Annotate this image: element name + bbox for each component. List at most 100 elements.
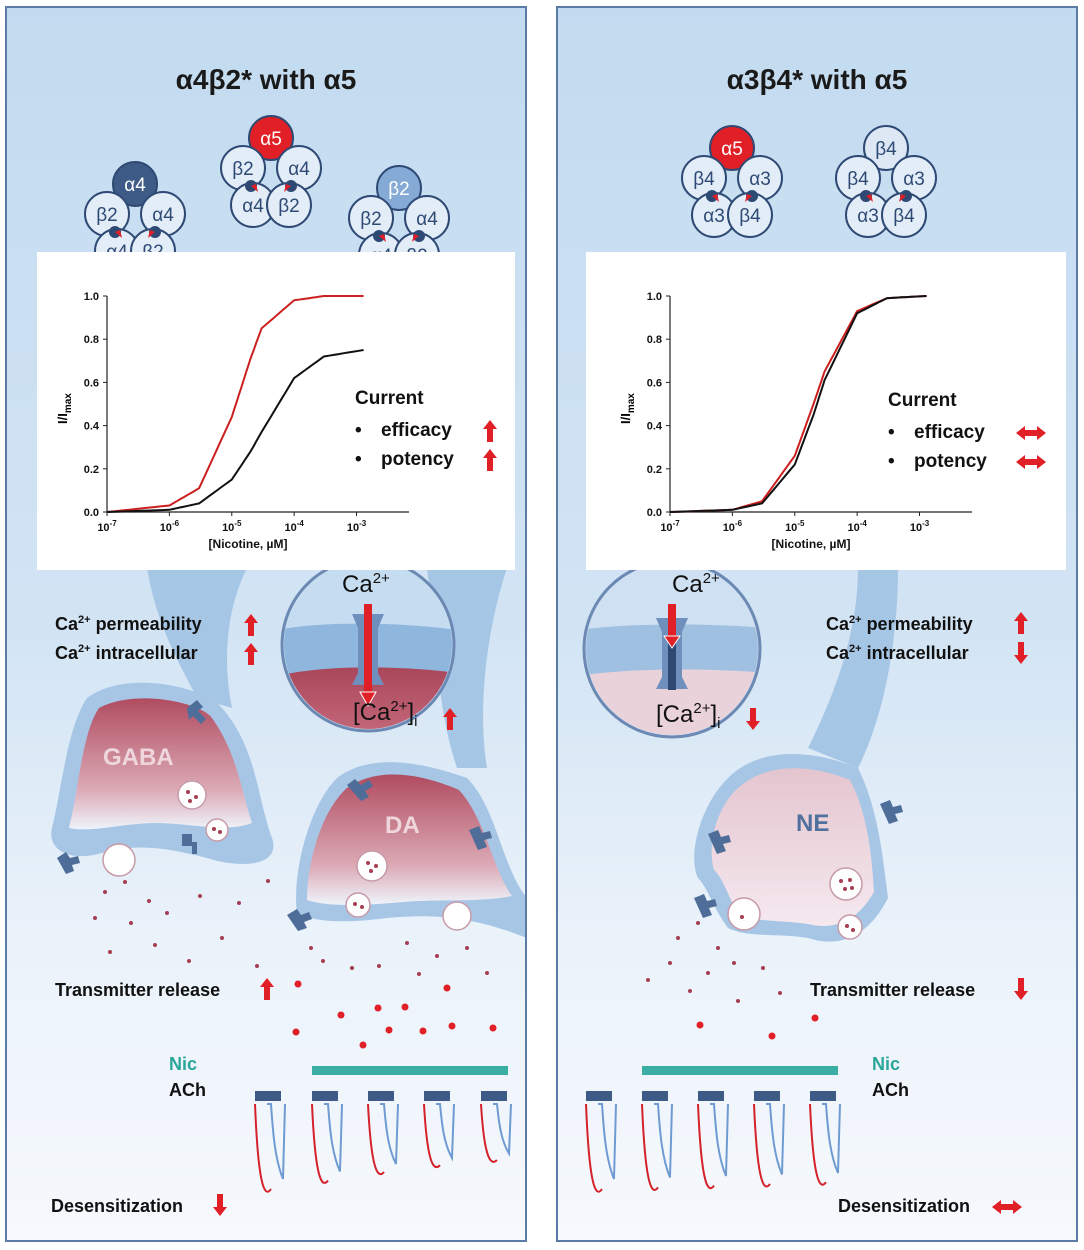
down-arrow-icon (1014, 978, 1028, 1000)
up-arrow-icon (260, 978, 274, 1000)
subunit-label: α4 (124, 175, 146, 196)
up-arrow-icon (443, 708, 457, 730)
left-ca-intracellular: Ca2+ intracellular (55, 643, 198, 663)
blue-trace (766, 1103, 785, 1175)
ach-pulse (255, 1091, 281, 1101)
down-arrow-icon (746, 708, 760, 730)
down-arrow-icon (213, 1194, 227, 1216)
right-legend-title: Current (888, 390, 957, 411)
right-legend-potency: •potency (888, 447, 1046, 476)
subunit-label: α3 (903, 169, 925, 190)
red-trace (254, 1103, 272, 1193)
binding-site-marker (745, 194, 752, 202)
protocol (254, 1066, 512, 1193)
left-legend-potency: •potency (355, 445, 497, 474)
up-arrow-icon (483, 419, 497, 442)
subunit-label: α4 (288, 159, 310, 180)
ach-pulse (368, 1091, 394, 1101)
right-nic-label: Nic (872, 1054, 901, 1074)
left-right-arrow-icon (1016, 425, 1046, 440)
left-desensitization-traces (254, 1066, 512, 1193)
ach-pulse (424, 1091, 450, 1101)
subunit-label: α5 (721, 139, 743, 160)
right-ca-permeability: Ca2+ permeability (826, 614, 973, 634)
left-zoom-ca-i: [Ca2+]i (353, 698, 418, 730)
right-illustration (582, 559, 903, 1040)
series-line-1 (106, 349, 364, 513)
blue-trace (493, 1103, 512, 1157)
red-trace (480, 1103, 498, 1163)
gaba-label: GABA (103, 744, 174, 771)
right-ach-label: ACh (872, 1080, 909, 1100)
blue-trace (324, 1103, 343, 1172)
ach-pulse (586, 1091, 612, 1101)
red-trace (311, 1103, 329, 1184)
accessory-subunit (863, 125, 909, 171)
ach-pulse (312, 1091, 338, 1101)
left-ca-permeability: Ca2+ permeability (55, 614, 202, 634)
ach-pulse (754, 1091, 780, 1101)
y-tick-label: 0.4 (647, 421, 663, 433)
binding-site-marker (379, 234, 386, 242)
subunit-label: α4 (152, 205, 174, 226)
up-arrow-icon (244, 614, 258, 636)
right-ca-intracellular: Ca2+ intracellular (826, 643, 969, 663)
red-trace (423, 1103, 441, 1169)
left-right-arrow-icon (1016, 454, 1046, 469)
x-tick-label: 10-5 (222, 519, 242, 534)
subunit-label: β4 (847, 169, 869, 190)
accessory-subunit (376, 165, 422, 211)
left-right-arrow-icon (992, 1200, 1022, 1214)
right-title: α3β4* with α5 (726, 64, 908, 95)
subunit-label: β2 (96, 205, 118, 226)
y-axis-label: I/Imax (55, 393, 74, 424)
blue-trace (598, 1103, 617, 1180)
binding-site-marker (412, 234, 419, 242)
subunit-label: β2 (388, 179, 410, 200)
x-tick-label: 10-6 (160, 519, 180, 534)
y-tick-label: 0.8 (647, 334, 662, 346)
right-zoom-ca-i: [Ca2+]i (656, 700, 721, 732)
y-tick-label: 0.6 (84, 377, 99, 389)
ne-label: NE (796, 810, 830, 837)
left-desensitization: Desensitization (51, 1196, 184, 1216)
x-tick-label: 10-4 (847, 519, 867, 534)
subunit-label: α4 (242, 196, 264, 217)
x-tick-label: 10-6 (723, 519, 743, 534)
y-tick-label: 1.0 (647, 291, 662, 303)
x-tick-label: 10-7 (660, 519, 680, 534)
accessory-subunit (709, 125, 755, 171)
accessory-subunit (248, 115, 294, 161)
subunit-label: β4 (693, 169, 715, 190)
subunit-label: α5 (260, 129, 282, 150)
right-zoom-ca: Ca2+ (672, 570, 720, 598)
right-desensitization-traces (585, 1066, 841, 1193)
left-legend-efficacy: •efficacy (355, 416, 497, 445)
protocol (585, 1066, 841, 1193)
binding-site-marker (284, 184, 291, 192)
subunit-label: α3 (857, 206, 879, 227)
left-panel: α4β2* with α5 α4β2α4α4β2α5β2α4α4β2β2β2α4… (5, 6, 527, 1242)
left-illustration (51, 557, 525, 1049)
series-line-0 (106, 295, 364, 513)
y-tick-label: 0.4 (84, 421, 100, 433)
blue-trace (436, 1103, 455, 1162)
left-current-legend: Current •efficacy •potency (355, 388, 497, 474)
accessory-subunit (112, 161, 158, 207)
y-axis-label: I/Imax (618, 393, 637, 424)
subunit-label: β4 (739, 206, 761, 227)
subunit-label: β4 (893, 206, 915, 227)
subunit-label: β2 (360, 209, 382, 230)
y-tick-label: 0.0 (647, 507, 662, 519)
x-tick-label: 10-3 (910, 519, 930, 534)
x-axis-label: [Nicotine, µM] (209, 537, 288, 551)
x-tick-label: 10-7 (97, 519, 117, 534)
x-tick-label: 10-3 (347, 519, 367, 534)
left-zoom-ca: Ca2+ (342, 570, 390, 598)
